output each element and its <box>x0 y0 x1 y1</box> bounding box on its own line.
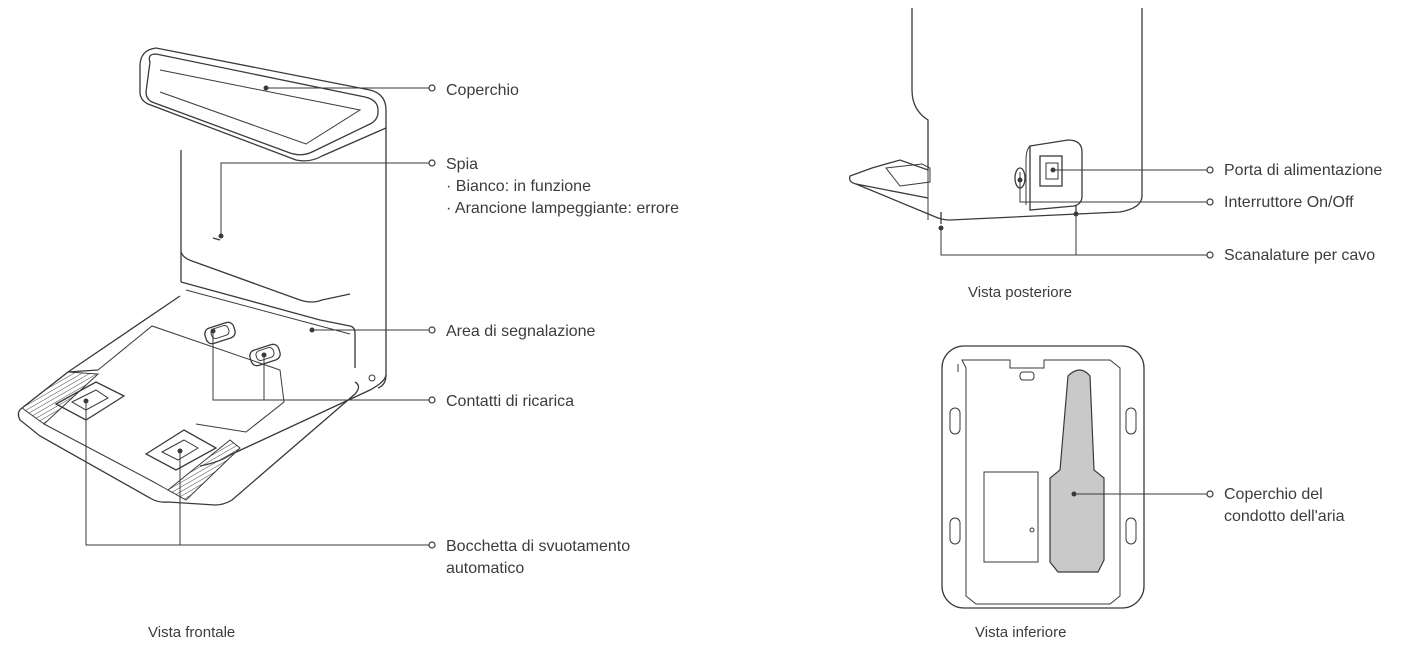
lid-illustration <box>145 53 379 156</box>
power-port-illustration <box>1039 155 1063 187</box>
label-indicator-orange: · Arancione lampeggiante: errore <box>446 200 680 217</box>
caption-rear-view: Vista posteriore <box>968 284 1072 301</box>
front-view-illustration <box>17 47 387 506</box>
charging-contacts-illustration <box>204 321 281 367</box>
evacuation-port-illustration <box>54 381 218 471</box>
front-leader-lines <box>83 84 436 549</box>
rear-view-illustration <box>848 8 1143 224</box>
caption-bottom-view: Vista inferiore <box>975 624 1067 641</box>
label-charging-contacts: Contatti di ricarica <box>446 393 575 410</box>
label-power-port: Porta di alimentazione <box>1224 162 1383 179</box>
label-evacuation-port-line2: automatico <box>446 560 525 577</box>
label-lid: Coperchio <box>446 82 519 99</box>
label-evacuation-port-line1: Bocchetta di svuotamento <box>446 538 631 555</box>
label-cable-grooves: Scanalature per cavo <box>1224 247 1376 264</box>
label-power-switch: Interruttore On/Off <box>1224 194 1354 211</box>
label-signal-area: Area di segnalazione <box>446 323 596 340</box>
caption-front-view: Vista frontale <box>148 624 236 641</box>
air-duct-cover-illustration <box>1049 369 1105 573</box>
rear-leader-lines <box>938 166 1214 259</box>
indicator-light <box>212 237 221 241</box>
label-indicator-white: · Bianco: in funzione <box>446 178 591 195</box>
label-indicator: Spia <box>446 156 479 173</box>
label-air-duct-cover-line2: condotto dell'aria <box>1224 508 1345 525</box>
bottom-view-illustration <box>941 345 1145 609</box>
label-air-duct-cover-line1: Coperchio del <box>1224 486 1323 503</box>
bottom-leader-lines <box>1071 490 1214 498</box>
